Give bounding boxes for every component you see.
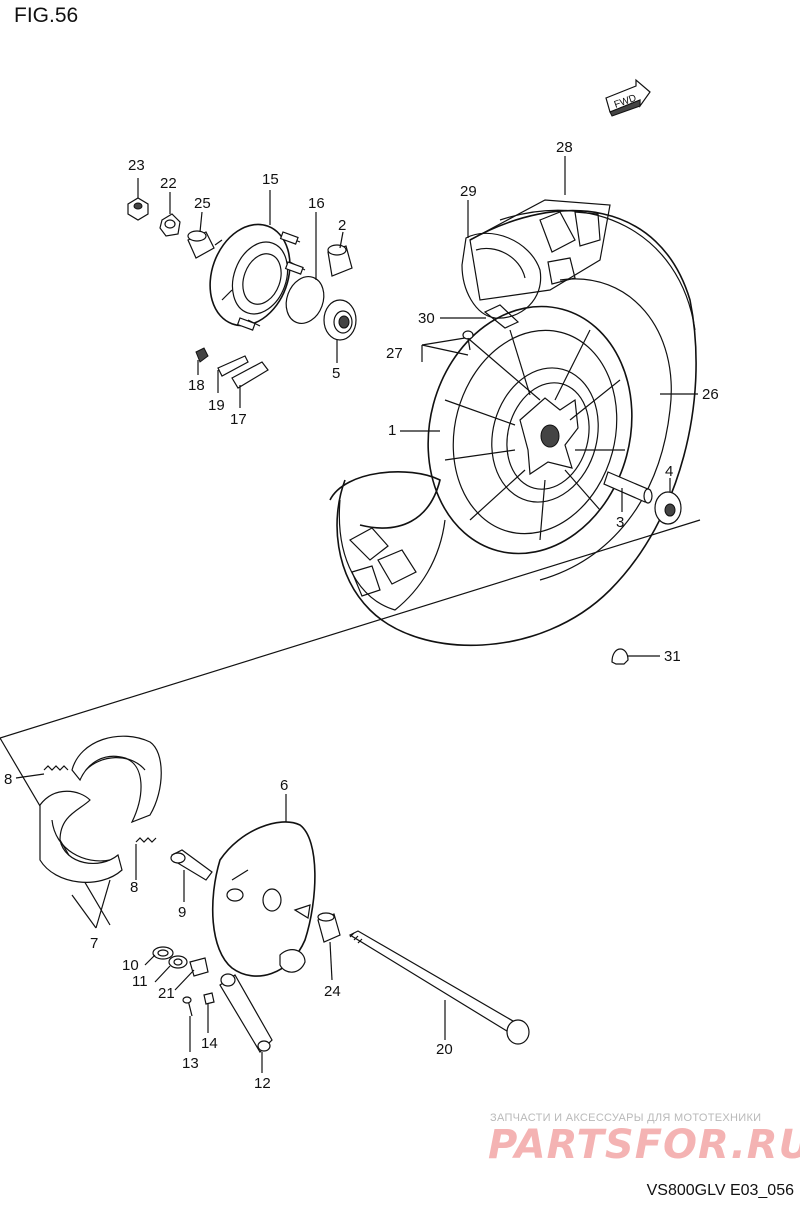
spacer-2 [327,244,353,277]
o-ring-16 [285,276,325,324]
brake-shoe-lower-7 [39,790,123,883]
callout-21: 21 [158,985,175,1002]
callout-3: 3 [616,514,625,531]
callout-12: 12 [254,1075,271,1092]
nut-22 [159,213,181,237]
callout-5: 5 [332,365,341,382]
figure-title: FIG.56 [14,4,79,27]
collar-25 [187,230,215,259]
spring-8b [135,837,157,843]
callout-4: 4 [665,463,674,480]
callout-29: 29 [460,183,477,200]
callout-9: 9 [178,904,187,921]
cushion-17 [231,361,269,389]
tube-section-29 [461,232,542,319]
callout-23: 23 [128,157,145,174]
callout-13: 13 [182,1055,199,1072]
callout-19: 19 [208,397,225,414]
callout-25: 25 [194,195,211,212]
callout-15: 15 [262,171,279,188]
sprocket-drum-15 [209,223,306,331]
callout-17: 17 [230,411,247,428]
callout-28: 28 [556,139,573,156]
tire [329,199,697,647]
seal-11 [168,955,188,969]
bracket-19 [217,355,249,377]
spring-8a [43,765,69,771]
bearing-4 [654,491,682,525]
bearing-5 [323,299,357,341]
callout-24: 24 [324,983,341,1000]
nut-14 [203,992,215,1005]
cam-9 [170,849,213,881]
washer-10 [152,946,174,960]
callout-14: 14 [201,1035,218,1052]
valve-27 [462,330,474,351]
callout-11: 11 [132,973,148,990]
callout-22: 22 [160,175,177,192]
indicator-21 [189,957,209,977]
leader-lines [15,156,698,1073]
callout-6: 6 [280,777,289,794]
clip-31 [611,648,660,665]
callout-7: 7 [90,935,99,952]
brake-shoe-upper-7 [71,735,162,824]
callout-16: 16 [308,195,325,212]
callout-26: 26 [702,386,719,403]
clip-18 [195,347,209,363]
callout-31: 31 [664,648,681,665]
bolt-13 [182,996,193,1017]
brake-panel-6 [211,821,316,977]
axle-20 [348,930,530,1045]
callout-18: 18 [188,377,205,394]
fwd-arrow-icon: FWD [605,78,651,117]
callout-8-right: 8 [130,879,139,896]
wheel-rim [427,305,653,555]
drawing-code: VS800GLV E03_056 [646,1182,794,1199]
callout-2: 2 [338,217,347,234]
watermark-subtitle: ЗАПЧАСТИ И АКСЕССУАРЫ ДЛЯ МОТОТЕХНИКИ [490,1112,762,1124]
callout-1: 1 [388,422,397,439]
callout-20: 20 [436,1041,453,1058]
callout-30: 30 [418,310,435,327]
callout-10: 10 [122,957,139,974]
callout-8-left: 8 [4,771,13,788]
spacer-24 [317,912,341,943]
watermark-logo: PARTSFOR.RU [488,1122,800,1168]
cam-lever-12 [219,973,273,1053]
cap-23 [127,197,149,221]
callout-27: 27 [386,345,403,362]
rim-tape-30 [483,304,520,329]
